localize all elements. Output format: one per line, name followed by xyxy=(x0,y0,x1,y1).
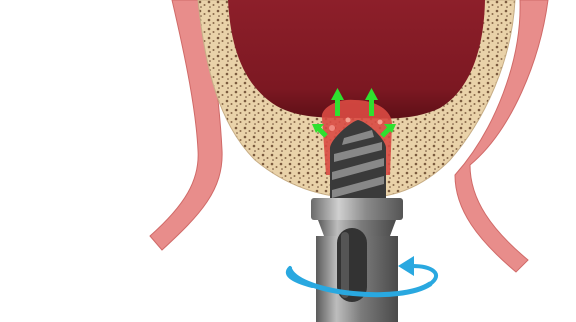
drill-shaft xyxy=(311,198,403,322)
